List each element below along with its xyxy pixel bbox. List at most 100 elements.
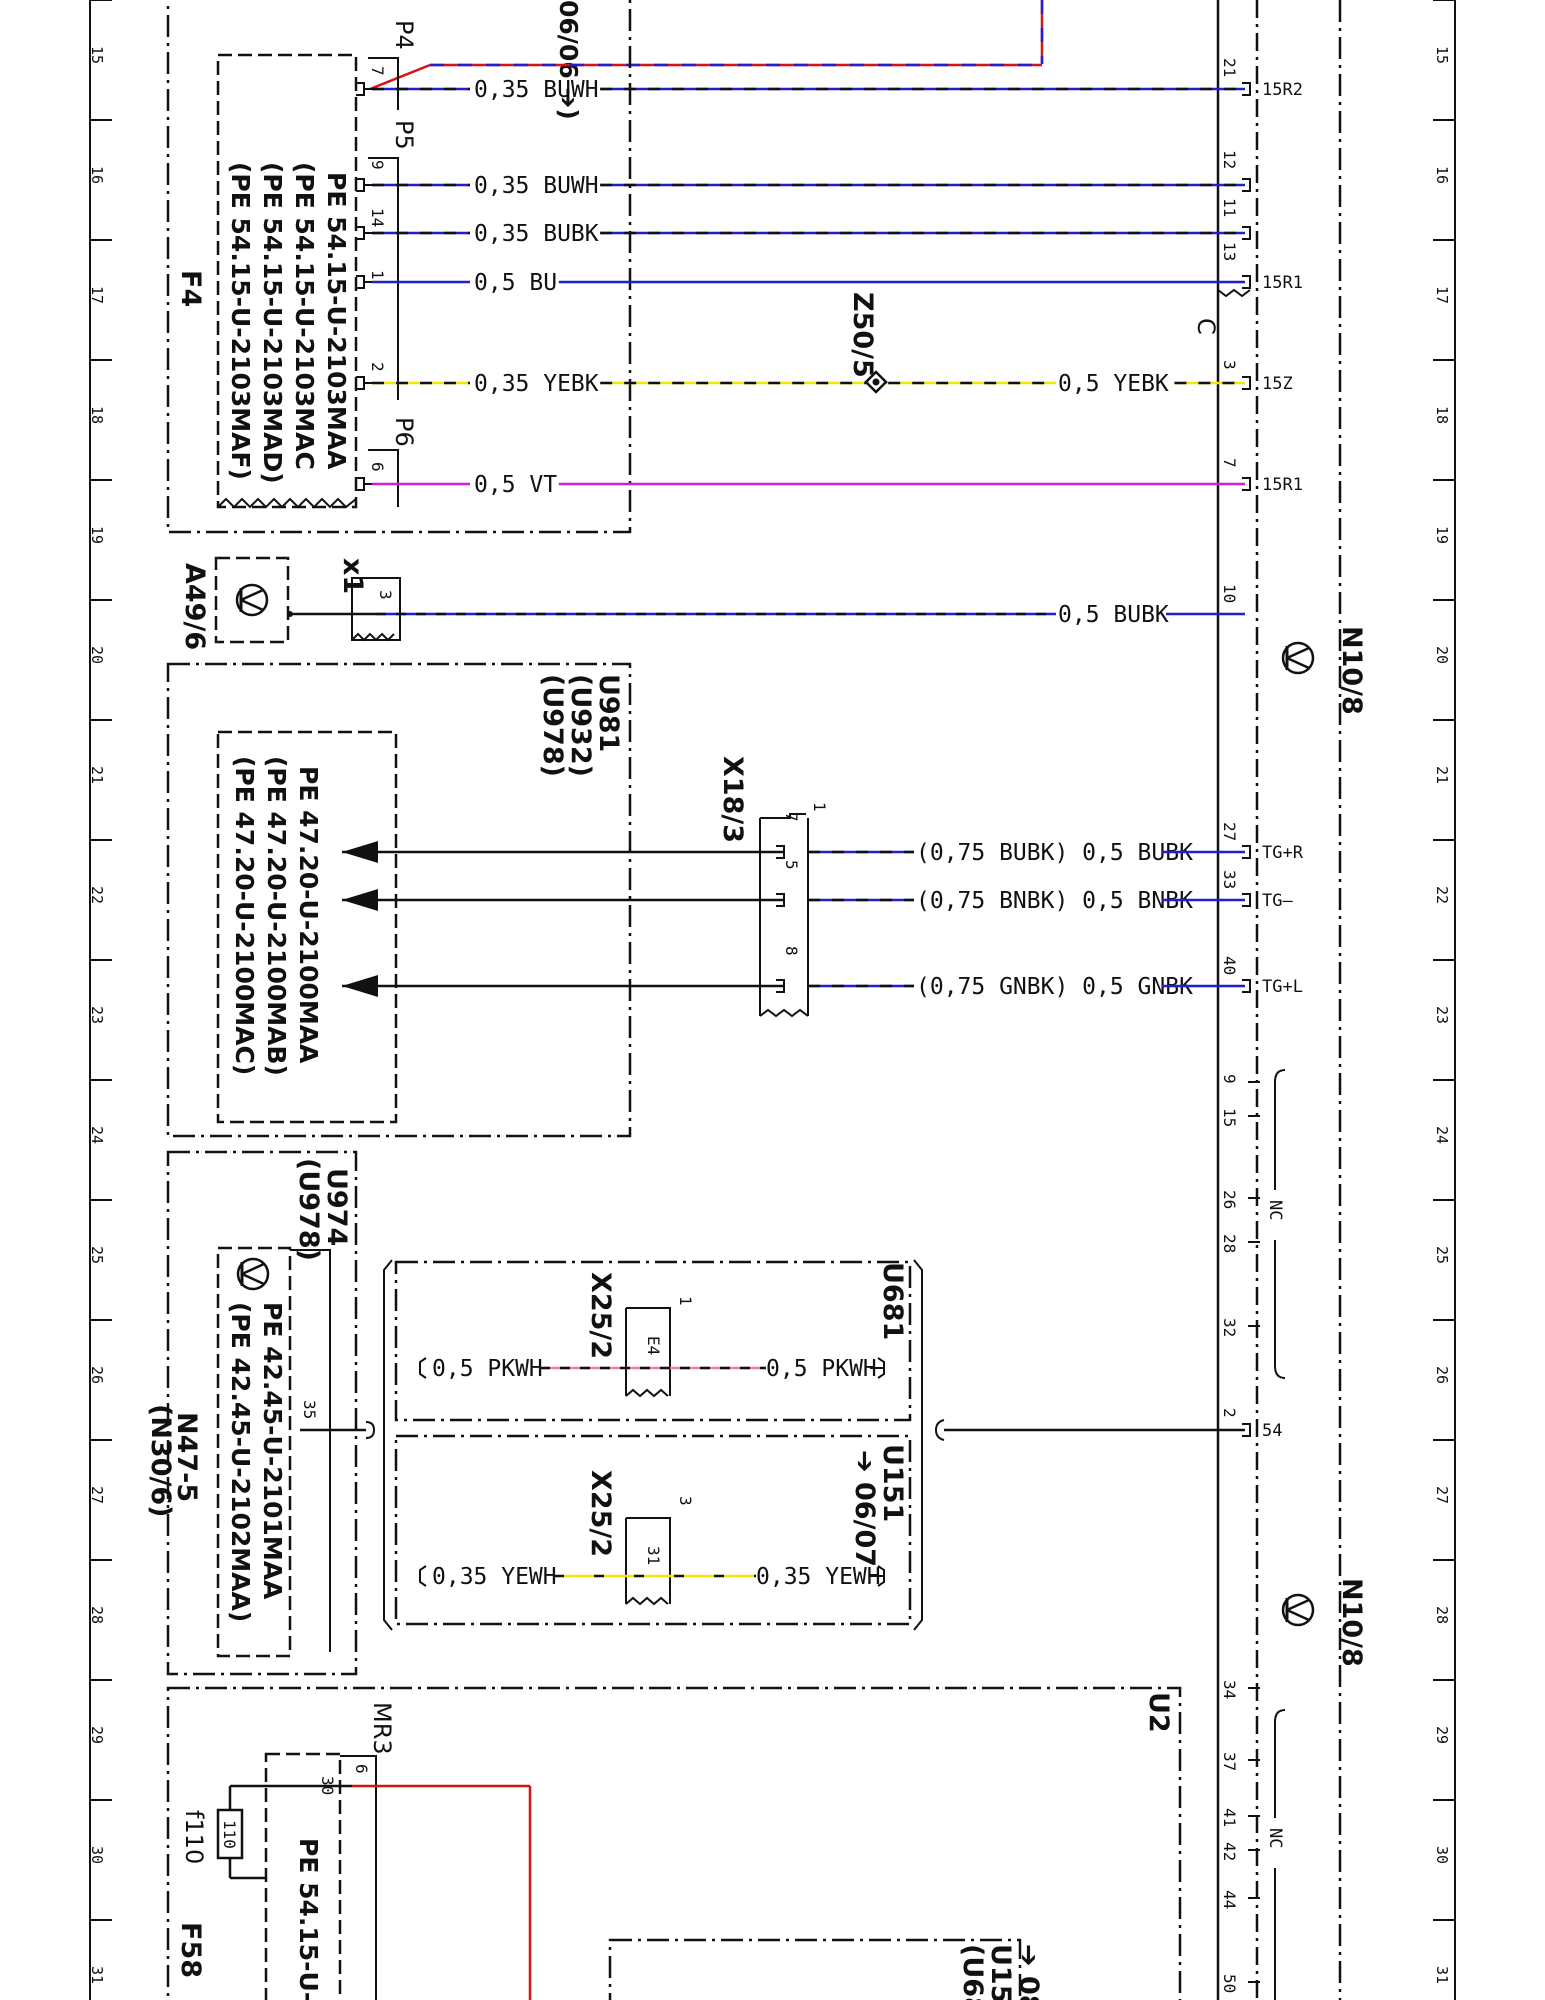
f4-label: F4 (175, 270, 206, 307)
nc-pin-number: 44 (1220, 1890, 1239, 1909)
a49-6-label: A49/6 (179, 563, 210, 650)
ruler-number-left: 21 (88, 766, 106, 784)
a49-6-zigzag (351, 632, 395, 642)
u681-box (394, 1260, 912, 1422)
a49-6-pin: 3 (376, 590, 395, 600)
top-red-wire-diagonal (369, 63, 431, 91)
n10-8-pin-symbol (1242, 275, 1251, 289)
x18-3-wire-label: (0,75 BNBK) 0,5 BNBK (916, 888, 1193, 914)
f58-fuse-label: f110 (180, 1810, 208, 1864)
f4-note-3: (PE 54.15-U-2103MAD) (258, 162, 287, 484)
n10-8-pin-symbol (1242, 845, 1251, 859)
ruler-number-right: 17 (1433, 286, 1451, 304)
ruler-number-left: 22 (88, 886, 106, 904)
u981-note-3: (PE 47.20-U-2100MAC) (230, 756, 259, 1075)
x25-2-pin-u681: E4 (644, 1336, 663, 1355)
nc-pin-number: 42 (1220, 1842, 1239, 1861)
u151-ref: ➔ 06/07 (849, 1450, 880, 1567)
term54-brace-left (365, 1421, 376, 1439)
u981-code-3: (U978) (537, 674, 568, 777)
bottom-box-code-2: (U68 (957, 1944, 988, 2000)
ruler-number-left: 19 (88, 526, 106, 544)
n47-5-label: N47-5 (171, 1412, 202, 1502)
f4-pin-number: 7 (368, 66, 387, 76)
u681-wire-left-end (419, 1357, 427, 1379)
n47-5-pin: 35 (300, 1400, 319, 1419)
n10-8-pin-number: 40 (1220, 956, 1239, 975)
nc-pin-number: 41 (1220, 1808, 1239, 1827)
n10-8-pin-number: 3 (1220, 360, 1239, 370)
nc-pin-number: 37 (1220, 1752, 1239, 1771)
x18-3-pin-symbol (776, 845, 785, 859)
x25-2-frame-u681 (625, 1307, 671, 1396)
terminal-label: 15R1 (1262, 475, 1303, 495)
n10-8-pin-number: 21 (1220, 58, 1239, 77)
f4-connector-p5: P5 (390, 120, 418, 150)
x25-2-zigzag-u681 (625, 1388, 669, 1398)
u981-code-2: (U932) (565, 674, 596, 777)
f58-note: PE 54.15-U- (294, 1838, 323, 2000)
top-reference: 06/06 ➔) (554, 0, 583, 120)
ruler-number-right: 23 (1433, 1006, 1451, 1024)
wire-label: 0,35 BUWH (474, 77, 599, 103)
f4-note-2: (PE 54.15-U-2103MAC (290, 162, 319, 470)
bottom-box-code-1: U15 (985, 1944, 1016, 2000)
u981-inner-box (216, 730, 398, 1124)
wire-label-right: 0,5 YEBK (1058, 371, 1169, 397)
term54-pin-symbol (1242, 1423, 1251, 1437)
wire-label: 0,5 BU (474, 270, 557, 296)
nc-bracket (1274, 1240, 1286, 1379)
x18-3-wire-label: (0,75 GNBK) 0,5 GNBK (916, 974, 1193, 1000)
f4-pin-number: 14 (368, 208, 387, 227)
terminal-label: 15Z (1262, 374, 1293, 394)
f58-fuse-value: 110 (220, 1820, 239, 1849)
wire-label: 0,35 BUWH (474, 173, 599, 199)
wire-label: 0,5 VT (474, 472, 557, 498)
u981-outer-box (166, 662, 632, 1138)
ruler-number-left: 16 (88, 166, 106, 184)
x25-2-label-u681: X25/2 (585, 1272, 616, 1359)
f58-pin-mr3: 6 (352, 1764, 371, 1774)
nc-label: NC (1265, 1828, 1285, 1848)
n10-8-pin-number: 12 (1220, 150, 1239, 169)
z50-5-splice-dot (872, 378, 880, 386)
ruler-number-right: 30 (1433, 1846, 1451, 1864)
n10-8-pin-number: 7 (1220, 458, 1239, 468)
nc-label: NC (1265, 1200, 1285, 1220)
n10-8-label: N10/8 (1336, 626, 1367, 715)
a49-6-pin-out: 10 (1220, 584, 1239, 603)
f4-connector-p6: P6 (390, 417, 418, 447)
ruler-number-left: 29 (88, 1726, 106, 1744)
u151-box (394, 1434, 912, 1626)
bottom-box-ref: ➔ 08 (1013, 1944, 1044, 2000)
a49-6-wire-label: 0,5 BUBK (1058, 602, 1169, 628)
ruler-number-right: 15 (1433, 46, 1451, 64)
f58-inner-box (264, 1752, 342, 2000)
u681-u151-bracket (383, 1259, 393, 1631)
u681-wire-right-label: 0,5 PKWH (766, 1356, 877, 1382)
n10-8-pin-number: 11 (1220, 198, 1239, 217)
n10-8-section-c: C (1192, 318, 1220, 335)
f4-note-1: PE 54.15-U-2103MAA (322, 172, 351, 470)
u974-note-1: PE 42.45-U-2101MAA (258, 1302, 287, 1600)
ruler-number-left: 17 (88, 286, 106, 304)
f4-pin-number: 9 (368, 160, 387, 170)
f4-zigzag (217, 497, 357, 509)
ruler-number-left: 18 (88, 406, 106, 424)
arrow-left-icon (342, 889, 378, 911)
n30-6-label: (N30/6) (145, 1404, 176, 1518)
ruler-number-left: 20 (88, 646, 106, 664)
a49-6-sensor-icon (235, 583, 269, 617)
ruler-number-left: 15 (88, 46, 106, 64)
ruler-number-right: 28 (1433, 1606, 1451, 1624)
x25-2-zigzag-u151 (625, 1596, 669, 1606)
ruler-number-right: 26 (1433, 1366, 1451, 1384)
f4-pin-number: 6 (368, 462, 387, 472)
ruler-number-right: 21 (1433, 766, 1451, 784)
ruler-number-left: 23 (88, 1006, 106, 1024)
f4-outer-box (166, 0, 632, 534)
nc-pin-number: 32 (1220, 1318, 1239, 1337)
